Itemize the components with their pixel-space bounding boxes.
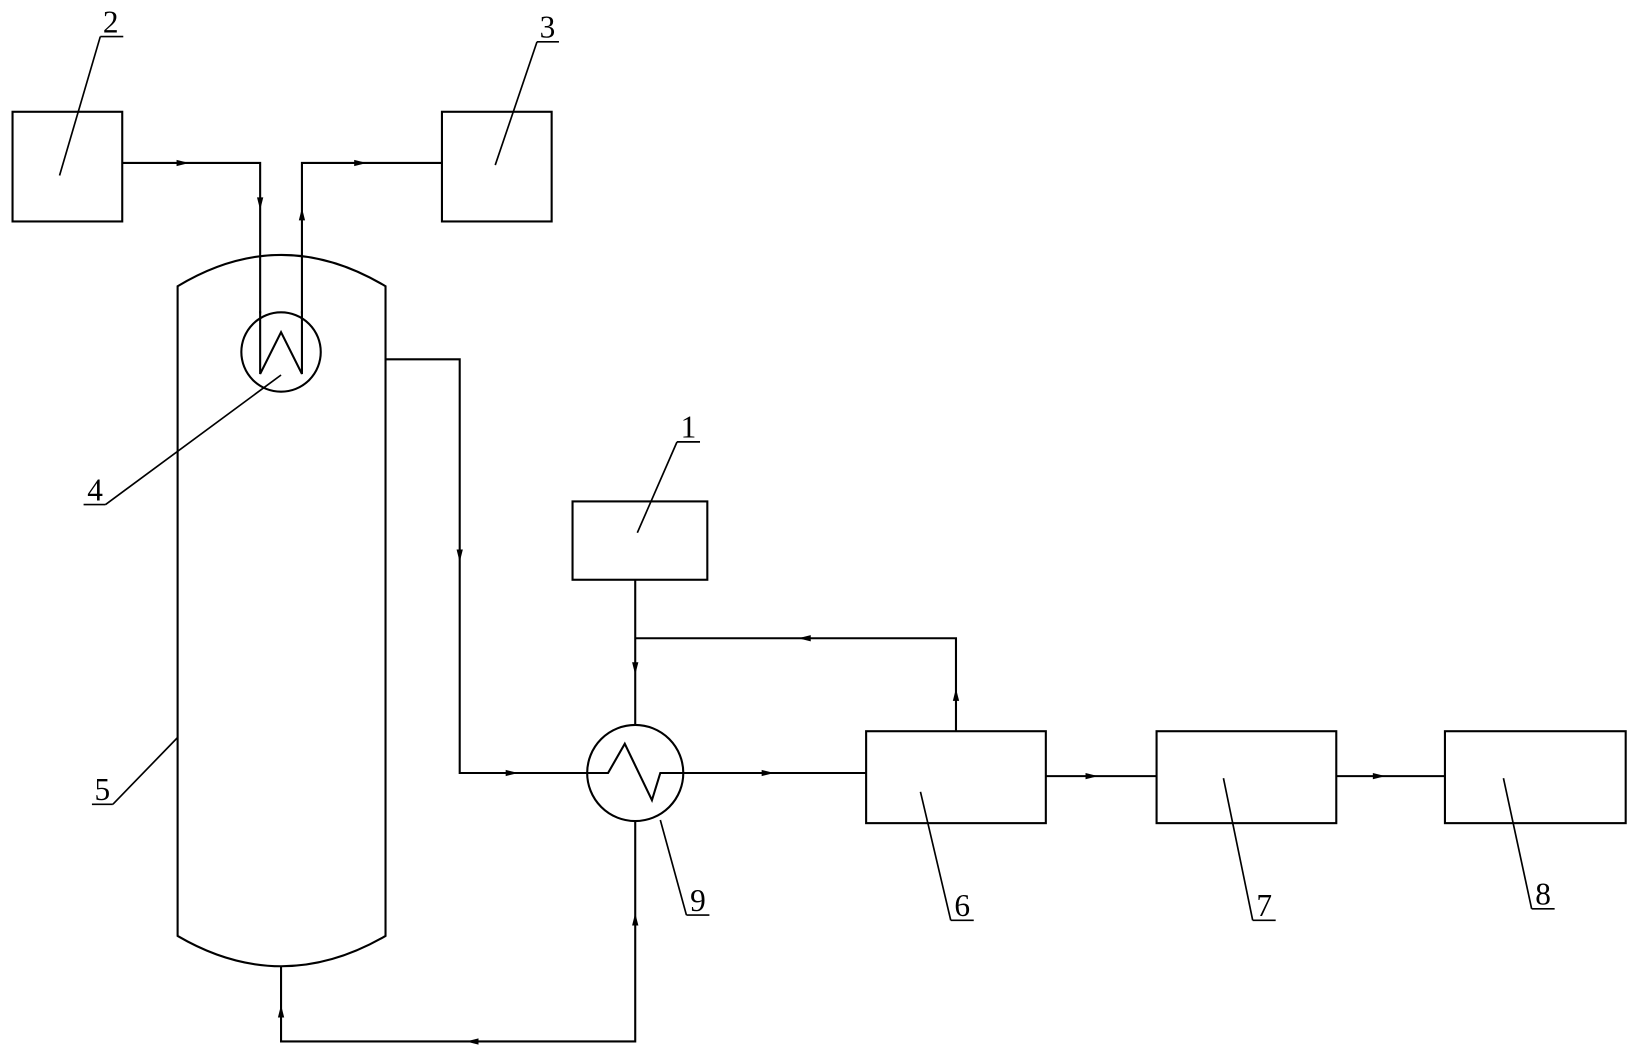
- column-vessel: [176, 253, 387, 968]
- flow-arrow-right: [1085, 773, 1099, 780]
- flow-arrow-right: [176, 159, 190, 167]
- callout-leader: [494, 41, 538, 166]
- callout-4: 4: [83, 374, 282, 507]
- flow-arrow-up: [277, 1004, 285, 1018]
- flow-arrow-left: [798, 635, 811, 642]
- callout-leader: [1222, 778, 1254, 921]
- callout-5: 5: [91, 736, 179, 807]
- pipe-box2-to-exchanger4: [122, 161, 262, 314]
- pipe-exchanger9-to-column-bottom: [280, 821, 637, 1043]
- unit-box-6: [865, 730, 1047, 825]
- callout-7: 7: [1222, 778, 1276, 923]
- callout-label-4: 4: [87, 472, 103, 507]
- pipe-box6-recycle: [635, 637, 958, 732]
- callout-8: 8: [1502, 778, 1555, 912]
- callout-leader: [112, 736, 179, 805]
- callout-9: 9: [659, 819, 710, 918]
- flow-arrow-down: [456, 549, 463, 562]
- callout-leader: [919, 791, 952, 921]
- unit-box-1: [571, 500, 709, 581]
- unit-box-8: [1443, 730, 1627, 825]
- pipe-column-top-to-exchanger9: [385, 358, 588, 775]
- callout-label-3: 3: [540, 10, 556, 45]
- callout-leader: [636, 441, 678, 534]
- callout-label-7: 7: [1256, 888, 1272, 923]
- callout-2: 2: [58, 4, 124, 176]
- callout-1: 1: [636, 410, 701, 534]
- heat-exchanger-4-coil: [259, 311, 303, 375]
- flow-arrow-down: [632, 662, 639, 675]
- flow-arrow-up: [298, 207, 306, 221]
- heat-exchanger-4: [240, 311, 322, 393]
- flow-arrow-right: [761, 769, 775, 777]
- callout-leader: [659, 819, 688, 916]
- callout-label-2: 2: [103, 4, 119, 39]
- heat-exchanger-9-coil: [587, 741, 684, 804]
- callout-leader: [58, 36, 102, 176]
- flow-arrow-left: [465, 1038, 479, 1045]
- callout-label-9: 9: [690, 883, 706, 918]
- flow-arrow-up: [632, 912, 639, 926]
- callout-label-6: 6: [954, 888, 970, 923]
- callout-leader: [1502, 778, 1533, 909]
- unit-box-3: [440, 110, 553, 223]
- callout-6: 6: [919, 791, 974, 923]
- unit-box-2: [11, 110, 124, 223]
- flow-arrow-right: [505, 769, 519, 777]
- callout-label-8: 8: [1535, 877, 1551, 912]
- callout-label-1: 1: [681, 410, 697, 445]
- unit-box-7: [1155, 730, 1338, 825]
- flow-arrow-right: [354, 159, 367, 167]
- callout-label-5: 5: [95, 772, 111, 807]
- flow-arrow-right: [1372, 773, 1386, 780]
- callout-3: 3: [494, 10, 559, 166]
- flow-arrow-up: [952, 688, 960, 701]
- callout-leader: [105, 374, 282, 506]
- flow-arrow-down: [257, 197, 264, 210]
- pipe-exchanger4-to-box3: [300, 161, 442, 314]
